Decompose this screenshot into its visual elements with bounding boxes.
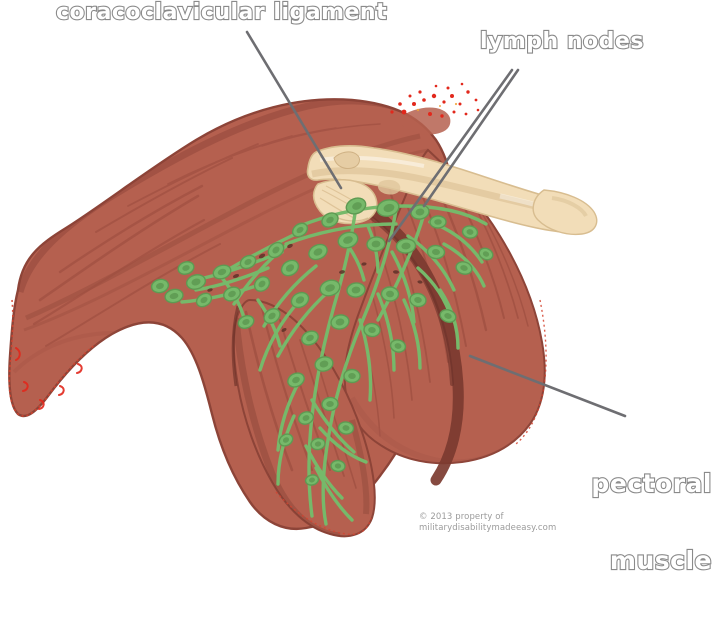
watermark-line-1: © 2013 property of <box>419 512 504 522</box>
pectoral-muscle-leader <box>468 354 627 418</box>
lymph-nodes-leader-a <box>387 68 514 243</box>
watermark-line-2: militarydisabilitymadeeasy.com <box>419 523 557 534</box>
label-pectoral-muscle-line2: muscle <box>609 545 713 575</box>
clavicle-bone <box>306 145 598 236</box>
torn-tissue-edge-left <box>8 299 97 417</box>
leader-lines <box>245 30 627 418</box>
label-coracoclavicular-ligament: coracoclavicular ligament <box>55 0 388 25</box>
lymphatic-network <box>180 204 488 526</box>
coracoclavicular-ligament-leader <box>245 30 343 190</box>
label-pectoral-muscle-line1: pectoral <box>590 469 712 498</box>
illustration-canvas: coracoclavicular ligament lymph nodes pe… <box>8 0 713 574</box>
lymph-nodes <box>150 197 494 486</box>
copyright-watermark: © 2013 property of militarydisabilitymad… <box>419 512 599 534</box>
label-lymph-nodes: lymph nodes <box>479 29 645 54</box>
anatomy-artwork <box>8 30 627 538</box>
label-pectoral-muscle: pectoral muscle <box>590 420 713 624</box>
lymph-nodes-leader-b <box>422 68 520 208</box>
